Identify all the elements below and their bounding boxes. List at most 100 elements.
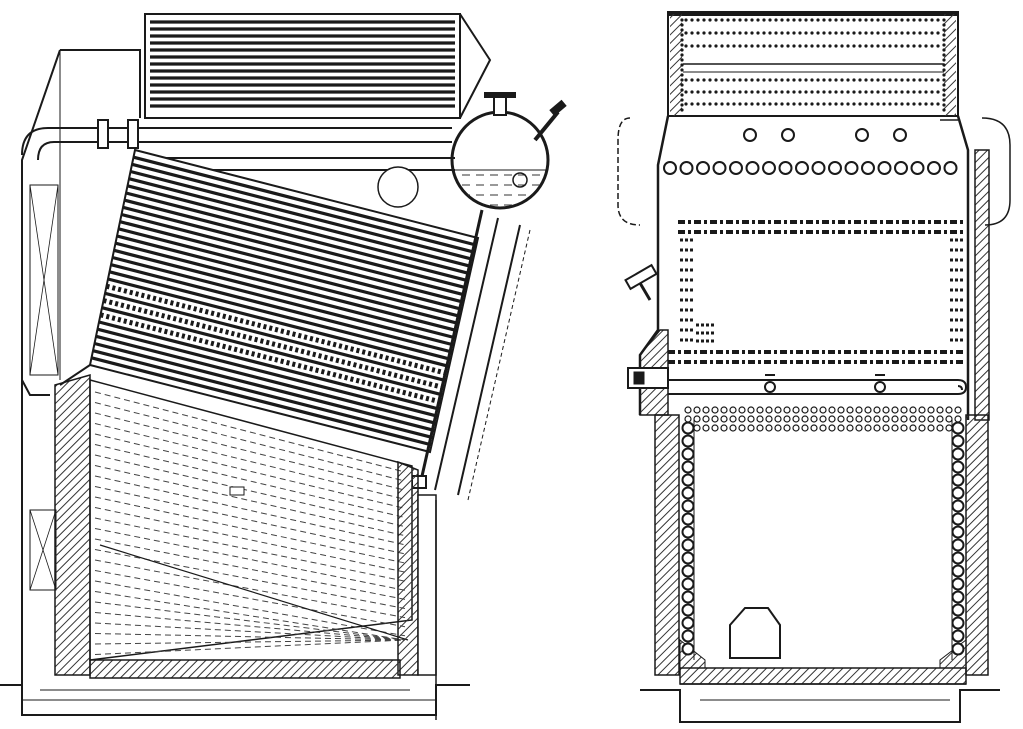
drum-hole bbox=[893, 128, 907, 142]
tube-hole bbox=[864, 406, 872, 414]
header-dot bbox=[756, 44, 760, 48]
header-dot bbox=[714, 102, 718, 106]
header-dot bbox=[750, 102, 754, 106]
header-dot bbox=[870, 18, 874, 22]
header-dot bbox=[750, 18, 754, 22]
wall-tube bbox=[951, 642, 965, 656]
tube-hole bbox=[945, 415, 953, 423]
wall-tube bbox=[681, 603, 695, 617]
header-dot bbox=[840, 78, 844, 82]
header-dot bbox=[720, 18, 724, 22]
header-dot bbox=[756, 18, 760, 22]
wall-tube bbox=[951, 564, 965, 578]
header-dot bbox=[870, 31, 874, 35]
tube-hole bbox=[696, 161, 710, 175]
header-dot bbox=[888, 78, 892, 82]
header-dot bbox=[828, 44, 832, 48]
header-dot bbox=[930, 78, 934, 82]
header-dot bbox=[942, 23, 946, 27]
header-dot bbox=[942, 83, 946, 87]
header-dot bbox=[774, 90, 778, 94]
header-dot bbox=[816, 78, 820, 82]
header-dot bbox=[912, 18, 916, 22]
header-dot bbox=[744, 44, 748, 48]
header-dot bbox=[864, 18, 868, 22]
refractory-line bbox=[94, 444, 406, 518]
tube-hole bbox=[684, 406, 692, 414]
tube-hole bbox=[891, 424, 899, 432]
refractory-line bbox=[94, 528, 406, 591]
header-dot bbox=[840, 18, 844, 22]
header-dot bbox=[680, 68, 684, 72]
header-dot bbox=[906, 102, 910, 106]
header-dot bbox=[882, 102, 886, 106]
header-dot bbox=[936, 31, 940, 35]
header-dot bbox=[804, 102, 808, 106]
tube-hole bbox=[943, 161, 958, 175]
wall-tube bbox=[951, 512, 965, 526]
inclined-tube bbox=[98, 320, 440, 411]
tube-hole bbox=[891, 406, 899, 414]
tube-hole bbox=[810, 415, 818, 423]
header-dot bbox=[918, 44, 922, 48]
header-dot bbox=[738, 31, 742, 35]
refractory-line bbox=[94, 507, 406, 573]
front-section-view bbox=[617, 11, 1011, 723]
header-dot bbox=[870, 90, 874, 94]
tube-hole bbox=[936, 424, 944, 432]
steam-drum bbox=[450, 92, 567, 210]
header-dot bbox=[864, 44, 868, 48]
header-dot bbox=[756, 31, 760, 35]
header-dot bbox=[680, 93, 684, 97]
refractory-line bbox=[94, 639, 406, 645]
header-dot bbox=[930, 31, 934, 35]
header-dot bbox=[768, 44, 772, 48]
header-dot bbox=[738, 90, 742, 94]
tube-hole bbox=[894, 161, 908, 175]
tube-hole bbox=[810, 406, 818, 414]
tube-hole bbox=[756, 424, 764, 432]
header-dot bbox=[680, 43, 684, 47]
header-dot bbox=[702, 31, 706, 35]
header-dot bbox=[792, 18, 796, 22]
side-valve bbox=[624, 263, 669, 416]
header-dot bbox=[942, 48, 946, 52]
header-dot bbox=[888, 44, 892, 48]
header-dot bbox=[756, 78, 760, 82]
header-dot bbox=[786, 18, 790, 22]
header-dot bbox=[684, 102, 688, 106]
header-dot bbox=[942, 33, 946, 37]
header-dot bbox=[840, 102, 844, 106]
header-dot bbox=[810, 18, 814, 22]
tube-hole bbox=[819, 415, 827, 423]
header-dot bbox=[912, 44, 916, 48]
header-dot bbox=[906, 18, 910, 22]
header-dot bbox=[942, 18, 946, 22]
tube-hole bbox=[828, 161, 842, 175]
tube-hole bbox=[684, 415, 692, 423]
header-dot bbox=[708, 31, 712, 35]
header-dot bbox=[810, 102, 814, 106]
tube-hole bbox=[936, 406, 944, 414]
header-dot bbox=[726, 102, 730, 106]
tube-hole bbox=[774, 424, 782, 432]
header-dot bbox=[942, 63, 946, 67]
header-dot bbox=[852, 44, 856, 48]
inclined-tube bbox=[128, 177, 472, 269]
header-dot bbox=[834, 90, 838, 94]
tube-hole bbox=[729, 415, 737, 423]
header-dot bbox=[822, 90, 826, 94]
tube-hole bbox=[801, 406, 809, 414]
tube-hole bbox=[720, 424, 728, 432]
header-dot bbox=[690, 102, 694, 106]
tube-hole bbox=[765, 424, 773, 432]
tube-sheet-rows bbox=[663, 128, 962, 432]
header-dot bbox=[732, 102, 736, 106]
tube-hole bbox=[745, 161, 760, 175]
header-dot bbox=[942, 73, 946, 77]
header-dot bbox=[780, 102, 784, 106]
header-dot bbox=[680, 28, 684, 32]
inclined-tube bbox=[104, 291, 447, 383]
tube-hole bbox=[711, 415, 719, 423]
tube-hole bbox=[918, 424, 926, 432]
